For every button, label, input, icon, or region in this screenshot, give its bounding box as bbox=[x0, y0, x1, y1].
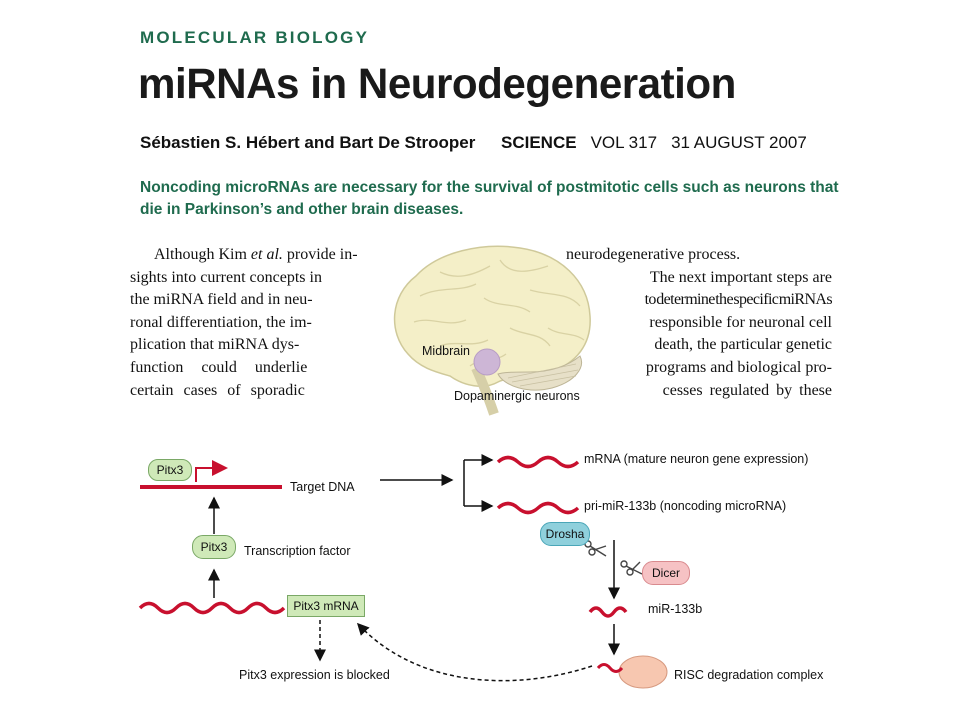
dicer-label: Dicer bbox=[651, 566, 680, 580]
pitx3-mrna-box: Pitx3 mRNA bbox=[287, 595, 365, 617]
transcription-factor-label: Transcription factor bbox=[244, 544, 351, 558]
pitx3-protein-box: Pitx3 bbox=[192, 535, 236, 559]
drosha-box: Drosha bbox=[540, 522, 590, 546]
midbrain-label: Midbrain bbox=[422, 344, 470, 358]
pitx3-gene-box: Pitx3 bbox=[148, 459, 192, 481]
body-line: Although Kim et al. provide in- bbox=[154, 246, 358, 263]
body-line: function could underlie bbox=[130, 358, 308, 376]
pri-mir-label: pri-miR-133b (noncoding microRNA) bbox=[584, 499, 787, 513]
dicer-box: Dicer bbox=[642, 561, 690, 585]
promoter-arrow-icon bbox=[195, 460, 228, 482]
dopaminergic-neurons-label: Dopaminergic neurons bbox=[454, 389, 580, 403]
journal-date: 31 AUGUST 2007 bbox=[671, 133, 807, 152]
authors: Sébastien S. Hébert and Bart De Strooper bbox=[140, 133, 476, 152]
pitx3-gene-label: Pitx3 bbox=[156, 463, 184, 477]
body-line: to determine the specific miRNAs bbox=[644, 291, 833, 309]
brain-illustration bbox=[393, 245, 591, 416]
target-dna-label: Target DNA bbox=[290, 480, 355, 494]
body-line: The next important steps are bbox=[649, 268, 832, 286]
body-column-left: Although Kim et al. provide in- sights i… bbox=[130, 244, 400, 402]
mrna-wave bbox=[496, 455, 580, 469]
journal-volume: VOL 317 bbox=[590, 133, 658, 152]
risc-label: RISC degradation complex bbox=[674, 668, 824, 682]
risc-bound-mir-wave bbox=[596, 663, 624, 673]
body-line: plication that miRNA dys- bbox=[130, 336, 300, 354]
pitx3-protein-label: Pitx3 bbox=[200, 540, 228, 554]
scissors-icon bbox=[584, 540, 643, 576]
journal-name: SCIENCE bbox=[501, 133, 577, 152]
body-line: programs and biological pro- bbox=[645, 358, 832, 376]
body-line: the miRNA field and in neu- bbox=[130, 291, 313, 309]
body-line: neurodegenerative process. bbox=[566, 246, 741, 263]
article-title: miRNAs in Neurodegeneration bbox=[138, 60, 736, 108]
mrna-label: mRNA (mature neuron gene expression) bbox=[584, 452, 809, 466]
article-summary: Noncoding microRNAs are necessary for th… bbox=[140, 179, 839, 218]
mir-wave bbox=[588, 606, 628, 618]
body-line: cesses regulated by these bbox=[662, 381, 832, 399]
body-line: ronal differentiation, the im- bbox=[130, 313, 312, 331]
section-label: MOLECULAR BIOLOGY bbox=[140, 28, 370, 47]
mir-label: miR-133b bbox=[648, 602, 703, 616]
body-line: responsible for neuronal cell bbox=[649, 313, 832, 331]
body-line: sights into current concepts in bbox=[130, 268, 322, 286]
body-line: death, the particular genetic bbox=[654, 336, 832, 354]
pitx3-mrna-wave bbox=[138, 601, 286, 615]
expression-blocked-label: Pitx3 expression is blocked bbox=[239, 668, 390, 682]
body-column-right: neurodegenerative process. The next impo… bbox=[566, 244, 833, 402]
risc-complex-icon bbox=[618, 655, 668, 689]
pri-mir-wave bbox=[496, 501, 580, 515]
pitx3-mrna-label: Pitx3 mRNA bbox=[293, 599, 359, 613]
arrow-risc-to-pitx3-mrna bbox=[356, 622, 593, 682]
body-line: certain cases of sporadic bbox=[130, 381, 305, 399]
journal-citation: SCIENCE VOL 317 31 AUGUST 2007 bbox=[501, 133, 821, 153]
drosha-label: Drosha bbox=[545, 527, 585, 541]
